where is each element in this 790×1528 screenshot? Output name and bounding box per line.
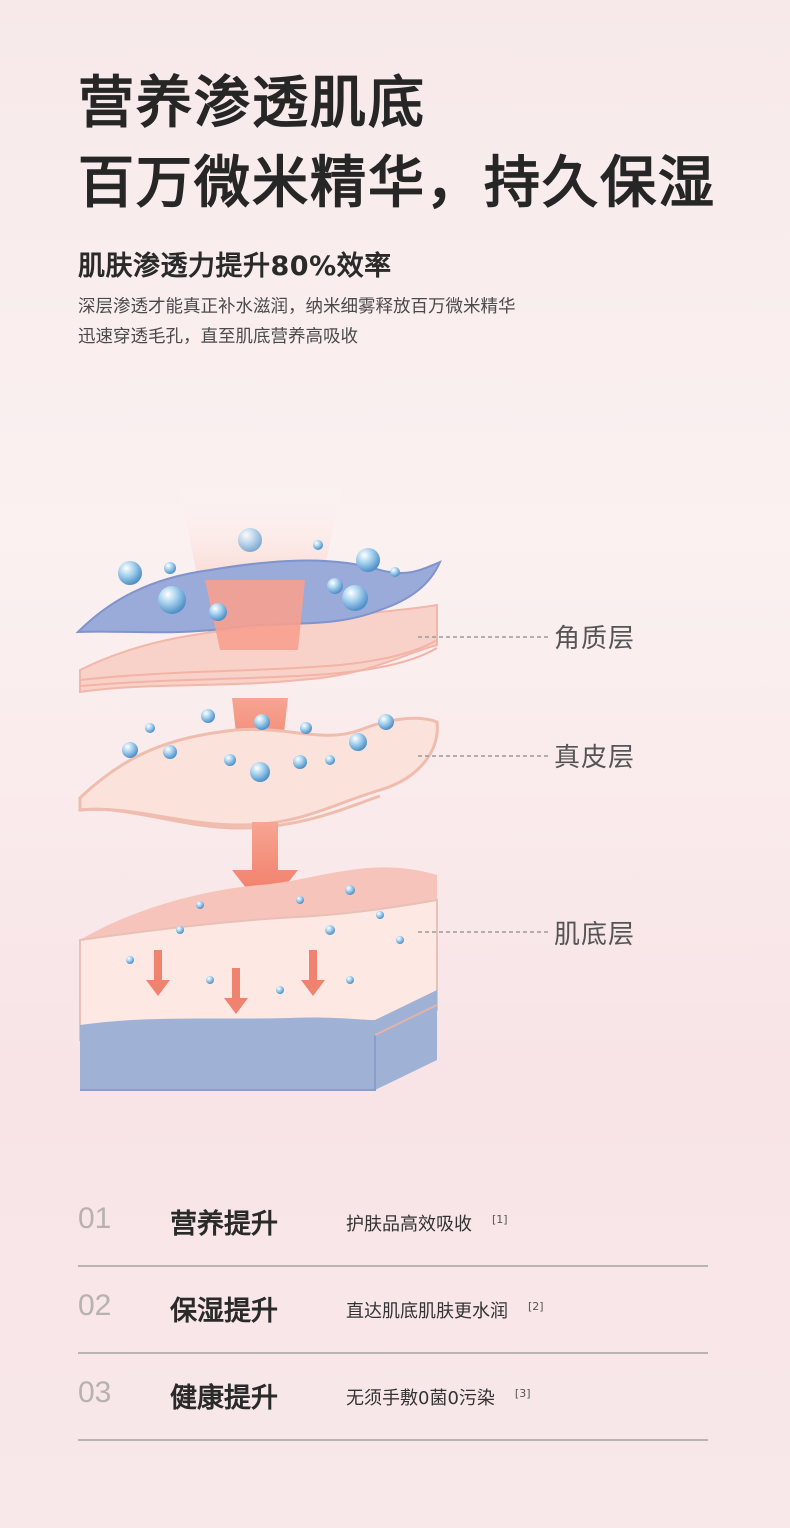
feature-desc: 无须手敷0菌0污染 — [346, 1388, 495, 1409]
headline-line-1: 营养渗透肌底 — [78, 71, 426, 136]
small-arrow-1 — [146, 950, 170, 996]
feature-title: 保湿提升 — [170, 1296, 278, 1327]
feature-desc: 护肤品高效吸收 — [346, 1214, 472, 1235]
small-arrow-3 — [301, 950, 325, 996]
skin-layers-illustration — [75, 480, 548, 1091]
feature-desc: 直达肌底肌肤更水润 — [346, 1301, 508, 1322]
feature-row-1: 01 营养提升 护肤品高效吸收 [1] — [78, 1180, 708, 1267]
headline-line-2: 百万微米精华，持久保湿 — [78, 151, 716, 216]
label-dermis: 真皮层 — [554, 743, 636, 773]
description-line-2: 迅速穿透毛孔，直至肌底营养高吸收 — [78, 327, 358, 347]
beam-through-top — [205, 580, 305, 650]
feature-row-3: 03 健康提升 无须手敷0菌0污染 [3] — [78, 1354, 708, 1441]
water-droplets — [118, 528, 404, 994]
feature-row-2: 02 保湿提升 直达肌底肌肤更水润 [2] — [78, 1267, 708, 1354]
base-block-front-pink — [79, 898, 438, 1042]
feature-reference: [3] — [514, 1387, 531, 1400]
description-line-1: 深层渗透才能真正补水滋润，纳米细雾释放百万微米精华 — [78, 297, 516, 317]
skin-layer-diagram: 角质层 真皮层 肌底层 — [0, 460, 790, 1120]
feature-number: 01 — [78, 1202, 112, 1235]
subheadline: 肌肤渗透力提升80%效率 — [78, 251, 392, 282]
feature-number: 02 — [78, 1289, 112, 1322]
feature-reference: [2] — [528, 1300, 544, 1313]
small-arrow-2 — [224, 968, 248, 1014]
feature-title: 健康提升 — [170, 1383, 278, 1414]
feature-list: 01 营养提升 护肤品高效吸收[1] 02 保湿提升 直达肌底肌肤更水润[2] … — [78, 1180, 708, 1441]
feature-text: 护肤品高效吸收 [1] — [346, 1210, 508, 1236]
feature-text: 无须手敷0菌0污染 [3] — [346, 1384, 531, 1410]
label-stratum-corneum: 角质层 — [554, 624, 636, 654]
feature-reference: [1] — [492, 1213, 508, 1226]
description: 深层渗透才能真正补水滋润，纳米细雾释放百万微米精华 迅速穿透毛孔，直至肌底营养高… — [78, 292, 516, 352]
feature-title: 营养提升 — [170, 1209, 278, 1240]
feature-number: 03 — [78, 1376, 112, 1409]
base-block-front-blue — [80, 990, 437, 1090]
label-base-layer: 肌底层 — [554, 920, 636, 950]
feature-text: 直达肌底肌肤更水润 [2] — [346, 1297, 544, 1323]
headline: 营养渗透肌底 百万微米精华，持久保湿 — [78, 64, 716, 224]
